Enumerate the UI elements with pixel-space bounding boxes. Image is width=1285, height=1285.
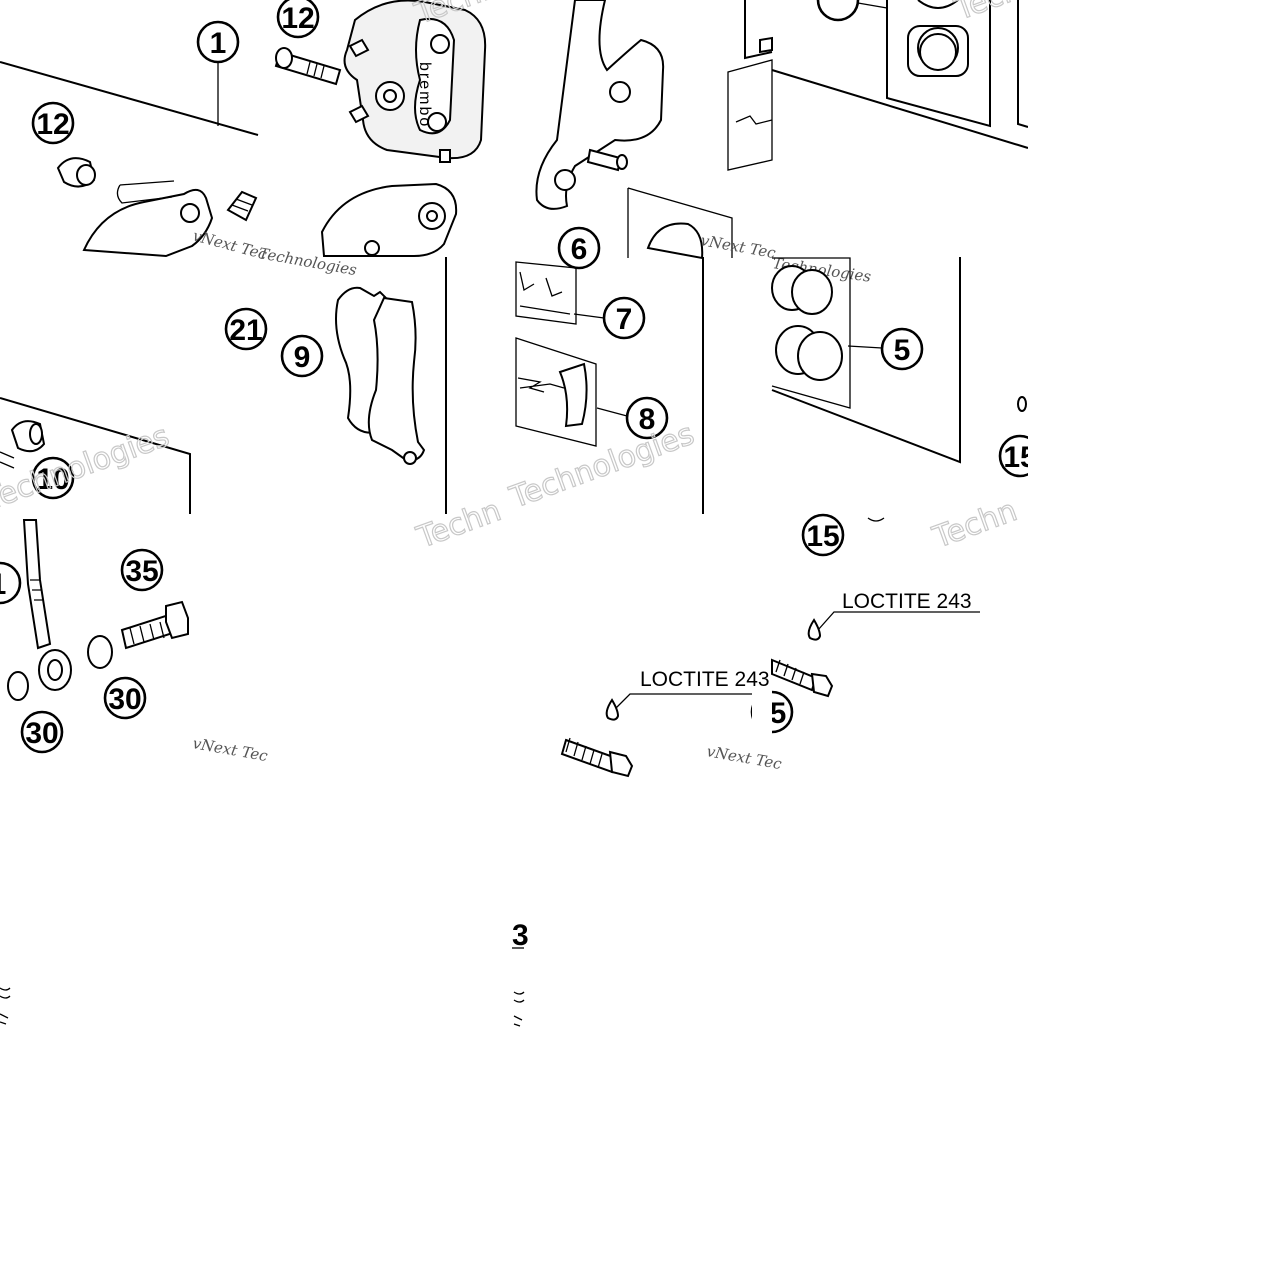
callout-5: 5: [894, 334, 911, 367]
callout-circle-9: [280, 334, 324, 378]
loctite-label-2: LOCTITE 243: [842, 590, 972, 613]
callout-circle-5: [880, 327, 924, 371]
tile-bolt-loctite-2: 15 LOCTITE 243 5 Techn: [750, 493, 1022, 734]
callout-30b: 30: [25, 717, 58, 750]
callout-circle-top: [816, 0, 860, 22]
callout-10: 10: [36, 463, 69, 496]
watermark-vnext-9: vNext Tec: [191, 734, 269, 765]
tile-bolt-loctite-1: LOCTITE 243 Techn vNext Tec: [411, 493, 784, 778]
brake-pad-right-part: [367, 296, 426, 462]
watermark-techn-11: Techn: [928, 493, 1022, 556]
callout-circle-6: [557, 226, 601, 270]
callout-circle-8: [625, 396, 669, 440]
callout-circle-15b: [801, 513, 845, 557]
callout-5b: 5: [770, 697, 787, 730]
brand-text: brembo: [416, 62, 433, 128]
brake-hose-part: [22, 519, 52, 650]
watermark-vnext-10: vNext Tec: [705, 742, 783, 773]
callout-12a: 12: [36, 108, 69, 141]
callout-8: 8: [639, 403, 656, 436]
callout-21: 21: [229, 314, 262, 347]
brembo-caliper-part: [343, 0, 487, 160]
callout-circle-21: [224, 307, 268, 351]
callout-30a: 30: [108, 683, 141, 716]
callout-circle-30b: [20, 710, 64, 754]
tile-bleed-screw: 21 10 Technologies: [0, 307, 268, 518]
tile-pistons-top: Techn Technologies: [771, 0, 1044, 286]
callout-6: 6: [571, 233, 588, 266]
mount-bolt-part-1: [560, 738, 618, 774]
watermark-tech-7: Technologies: [505, 417, 699, 516]
loctite-label-1: LOCTITE 243: [640, 668, 770, 691]
callout-9: 9: [294, 341, 311, 374]
caliper-bracket-part: [320, 182, 458, 257]
callout-15b: 15: [806, 520, 839, 553]
caliper-body-part: [82, 188, 214, 258]
callout-1: 1: [210, 27, 227, 60]
tile-caliper-assembly: 1 12 vNext Tec: [0, 20, 269, 264]
tile-caliper-front: 12 brembo Techn Technologies: [257, 0, 504, 279]
tile-brake-pads: 9: [280, 257, 447, 514]
tile-bracket: 6 vNext Tec: [535, 0, 778, 270]
callout-7: 7: [616, 303, 633, 336]
tile-seals: 5 15: [771, 257, 1042, 478]
callout-circle-30a: [103, 676, 147, 720]
watermark-techn-10: Techn: [412, 493, 506, 556]
fragment-row4: 3: [0, 919, 529, 1027]
callout-circle-1: [196, 20, 240, 64]
mount-bracket-part: [535, 0, 665, 210]
callout-circle-35: [120, 548, 164, 592]
callout-circle-10: [31, 456, 75, 500]
callout-circle-12b: [276, 0, 320, 39]
callout-circle-31: [0, 561, 22, 605]
tile-brake-hose: 1 35 30 30 vNext Tec: [0, 519, 270, 765]
spring-plate-part: [558, 362, 588, 428]
fragment-digit: 3: [512, 919, 529, 952]
callout-circle-12a: [31, 101, 75, 145]
callout-12b: 12: [281, 2, 314, 35]
watermark-vnext-3: vNext Tec: [699, 231, 777, 262]
tile-clips: 7 8 Technologies: [504, 257, 704, 516]
callout-31: 1: [0, 568, 6, 601]
callout-35: 35: [125, 555, 158, 588]
